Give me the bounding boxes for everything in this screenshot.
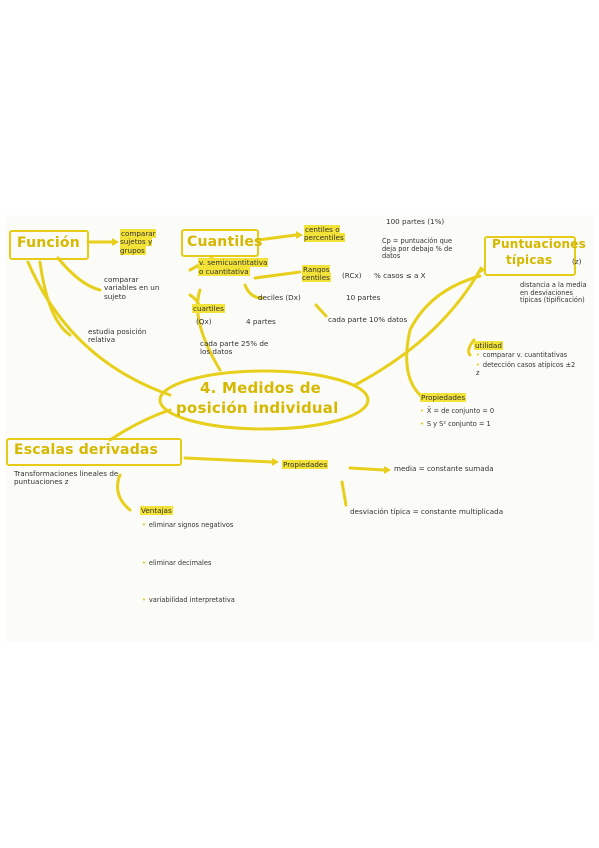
central-title-line1: 4. Medidos de [200, 379, 322, 397]
cuartiles-note: 4 partes [246, 317, 276, 326]
escalas-description: Transformaciones lineales de puntuacione… [14, 469, 119, 487]
funcion-item-3: estudia posición relativa [88, 327, 147, 345]
centiles-note: 100 partes (1%) [386, 217, 445, 226]
tipicas-propiedad-2: S y S² conjunto = 1 [420, 420, 491, 429]
central-ellipse [158, 369, 370, 431]
funcion-item-2: comparar variables en un sujeto [104, 275, 160, 301]
tipicas-box [484, 236, 576, 276]
central-title-line2: posición individual [176, 399, 339, 417]
cuantiles-box [181, 229, 259, 257]
centiles-label: centiles o percentiles [304, 225, 345, 243]
tipicas-description: distancia a la media en desviaciones típ… [520, 281, 587, 305]
rangos-note: % casos ≤ a X [374, 271, 426, 280]
tipicas-title-line2: típicas [506, 253, 553, 267]
rangos-label: Rangos centiles [302, 265, 331, 283]
deciles-label: deciles (Dx) [258, 293, 301, 302]
funcion-item-1: comparar sujetos y grupos [120, 229, 156, 255]
escalas-propiedades-label: Propiedades [282, 460, 329, 469]
cuartiles-each: cada parte 25% de los datos [200, 339, 269, 357]
utilidad-item-1: comparar v. cuantitativas [476, 351, 567, 360]
rangos-abbr: (RCx) [342, 271, 362, 280]
tipicas-propiedades-label: Propiedades [420, 393, 467, 402]
escalas-title: Escalas derivadas [14, 442, 159, 458]
funcion-title: Función [17, 235, 80, 251]
tipicas-abbr: (z) [572, 257, 582, 266]
media-note: media = constante sumada [394, 464, 494, 473]
tipicas-propiedad-1: X̄ = de conjunto = 0 [420, 407, 494, 416]
utilidad-label: utilidad [474, 341, 503, 350]
utilidad-item-2: detección casos atípicos ±2 z [476, 361, 576, 377]
desviacion-note: desviación típica = constante multiplica… [350, 507, 504, 516]
escalas-box [6, 438, 182, 466]
tipicas-title-line1: Puntuaciones [492, 237, 586, 251]
ventajas-label: Ventajas [140, 506, 173, 515]
deciles-note: 10 partes [346, 293, 381, 302]
cuantiles-type-b: o cuantitativa [198, 267, 250, 276]
cp-note: Cp = puntuación que deja por debajo % de… [382, 237, 453, 261]
funcion-box [9, 230, 89, 260]
cuantiles-type-a: v. semicuantitativa [198, 258, 269, 267]
ventaja-item-2: eliminar decimales [142, 559, 212, 568]
deciles-each: cada parte 10% datos [328, 315, 408, 324]
ventaja-item-3: variabilidad interpretativa [142, 596, 235, 605]
cuartiles-label: cuartiles [192, 304, 225, 313]
cuartiles-abbr: (Qx) [196, 317, 212, 326]
cuantiles-title: Cuantiles [187, 234, 263, 250]
ventaja-item-1: eliminar signos negativos [142, 521, 233, 530]
